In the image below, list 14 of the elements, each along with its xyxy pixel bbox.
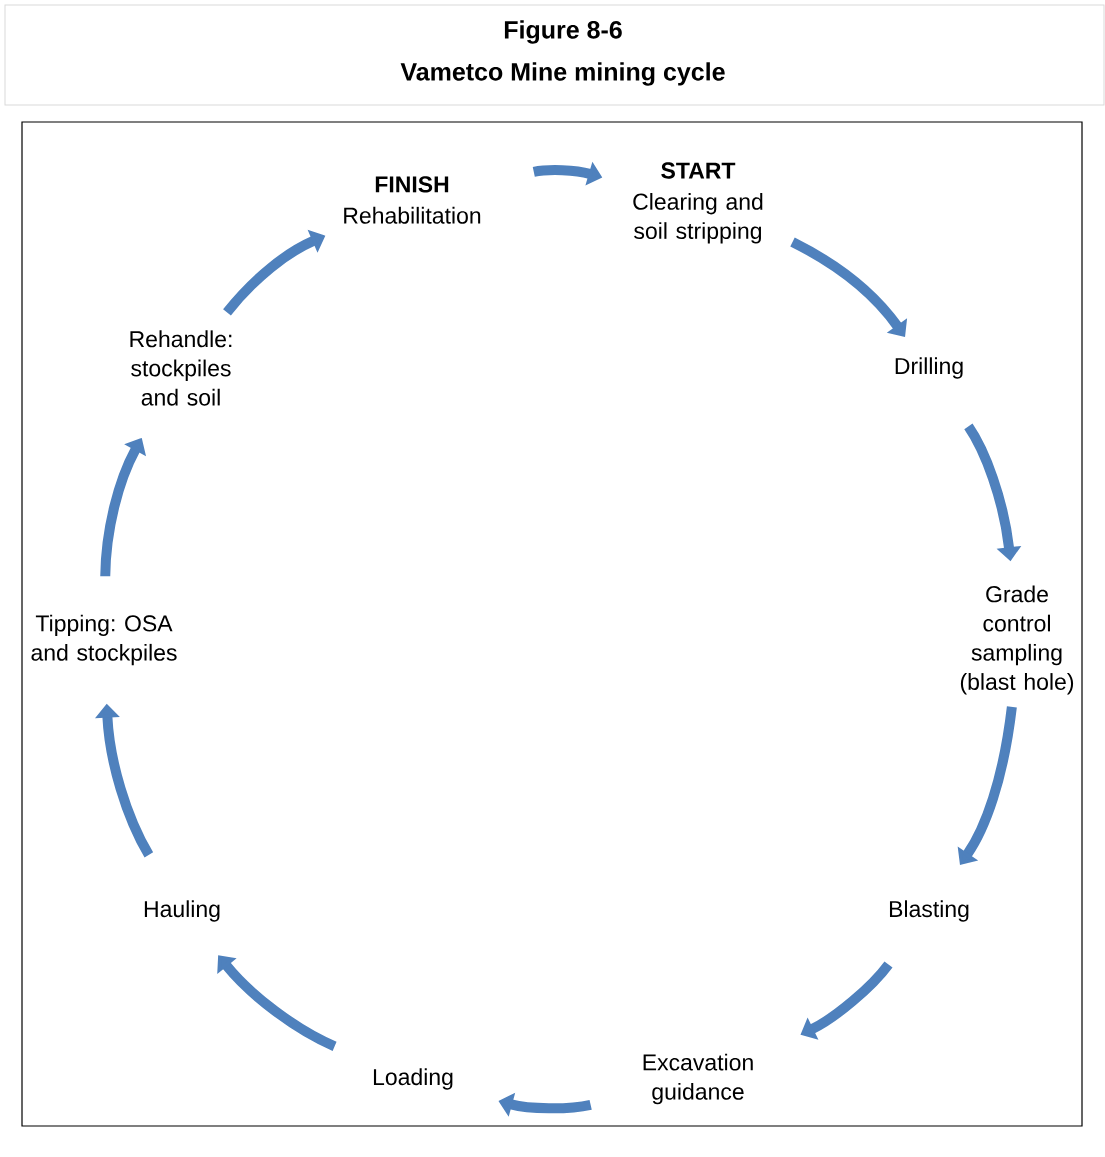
step-label: Hauling <box>144 900 220 922</box>
figure-number: Figure 8-6 <box>504 20 622 44</box>
step-label: Blasting <box>889 900 969 922</box>
title: Vametco Mine mining cycle <box>400 62 725 86</box>
cycle-arrow <box>790 237 908 337</box>
step-label: Loading <box>373 1068 453 1090</box>
step-label: Tipping: OSA and stockpiles <box>31 614 177 666</box>
cycle-arrow <box>217 955 337 1051</box>
step-label: FINISH Rehabilitation <box>344 176 481 224</box>
step-label: Grade control sampling (blast hole) <box>960 585 1074 695</box>
step-label: Excavation guidance <box>643 1053 753 1105</box>
step-label: START Clearing and soil stripping <box>633 162 763 244</box>
step-label: Drilling <box>895 357 963 379</box>
step-label: Rehandle: stockpiles and soil <box>130 330 232 406</box>
